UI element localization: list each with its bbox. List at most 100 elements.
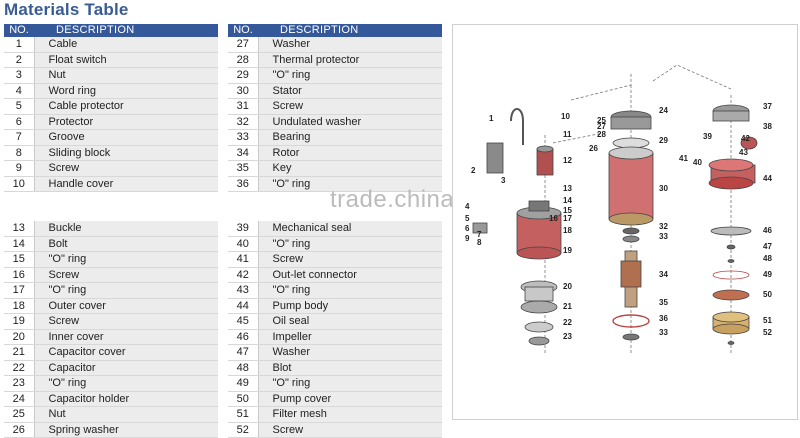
part-number: 47 (228, 344, 259, 361)
part-number: 31 (228, 98, 259, 115)
pump-exploded-drawing: 1 2 3 4 5 6 7 8 9 10 11 12 13 14 15 16 1… (465, 64, 772, 355)
table-gap-cell (4, 191, 218, 221)
part-number: 27 (228, 37, 259, 53)
table-gap-cell (228, 191, 442, 221)
part-number: 28 (228, 52, 259, 68)
left-assembly (472, 108, 562, 346)
diagram-label: 33 (659, 328, 668, 337)
diagram-label: 39 (703, 132, 712, 141)
part-number: 2 (4, 52, 35, 68)
part-description: Bolt (34, 236, 218, 252)
part-description: Sliding block (34, 145, 218, 161)
part-description: Screw (258, 422, 442, 438)
part-number: 42 (228, 267, 259, 283)
diagram-label: 51 (763, 316, 772, 325)
part-description: Pump cover (258, 391, 442, 407)
table-gap (4, 191, 218, 221)
part-number: 3 (4, 67, 35, 84)
diagram-label: 17 (563, 214, 572, 223)
part-description: Outer cover (34, 298, 218, 314)
table-row: 29"O" ring (228, 67, 442, 84)
table-row: 43"O" ring (228, 282, 442, 299)
part-number: 18 (4, 298, 35, 314)
diagram-label: 10 (561, 112, 570, 121)
diagram-label: 6 (465, 224, 470, 233)
diagram-label: 50 (763, 290, 772, 299)
diagram-label: 29 (659, 136, 668, 145)
middle-assembly (608, 110, 654, 341)
part-description: Nut (34, 67, 218, 84)
part-number: 6 (4, 114, 35, 130)
part-description: Screw (34, 313, 218, 330)
header-description: DESCRIPTION (34, 24, 218, 37)
diagram-label: 3 (501, 176, 506, 185)
part-number: 36 (228, 176, 259, 192)
part-description: Screw (34, 267, 218, 283)
diagram-label: 7 (477, 230, 482, 239)
part-description: Pump body (258, 298, 442, 314)
diagram-labels: 1 2 3 4 5 6 7 8 9 10 11 12 13 14 15 16 1… (465, 102, 772, 341)
table-row: 49"O" ring (228, 375, 442, 392)
part-description: Spring washer (34, 422, 218, 438)
part-number: 32 (228, 114, 259, 130)
diagram-label: 20 (563, 282, 572, 291)
part-number: 29 (228, 67, 259, 84)
diagram-label: 9 (465, 234, 470, 243)
diagram-label: 52 (763, 328, 772, 337)
diagram-label: 15 (563, 206, 572, 215)
diagram-label: 24 (659, 106, 668, 115)
diagram-label: 49 (763, 270, 772, 279)
part-description: Capacitor cover (34, 344, 218, 361)
part-description: Capacitor holder (34, 391, 218, 407)
diagram-label: 41 (679, 154, 688, 163)
table-row: 40"O" ring (228, 236, 442, 252)
part-number: 26 (4, 422, 35, 438)
diagram-label: 27 (597, 122, 606, 131)
part-description: "O" ring (258, 282, 442, 299)
diagram-label: 47 (763, 242, 772, 251)
part-number: 19 (4, 313, 35, 330)
diagram-label: 28 (597, 130, 606, 139)
part-description: Stator (258, 83, 442, 99)
part-description: "O" ring (258, 236, 442, 252)
diagram-label: 14 (563, 196, 572, 205)
part-description: "O" ring (34, 282, 218, 299)
part-description: Undulated washer (258, 114, 442, 130)
diagram-label: 22 (563, 318, 572, 327)
exploded-view-diagram: 1 2 3 4 5 6 7 8 9 10 11 12 13 14 15 16 1… (452, 24, 798, 420)
diagram-label: 42 (741, 134, 750, 143)
table-gap (228, 191, 442, 221)
diagram-label: 8 (477, 238, 482, 247)
table-header-row: NO. DESCRIPTION (4, 24, 218, 37)
part-number: 17 (4, 282, 35, 299)
diagram-label: 19 (563, 246, 572, 255)
diagram-label: 26 (589, 144, 598, 153)
table-row: 36"O" ring (228, 176, 442, 192)
diagram-label: 21 (563, 302, 572, 311)
part-number: 43 (228, 282, 259, 299)
part-number: 22 (4, 360, 35, 376)
part-number: 7 (4, 129, 35, 146)
part-description: "O" ring (34, 251, 218, 268)
part-number: 15 (4, 251, 35, 268)
part-description: Impeller (258, 329, 442, 345)
